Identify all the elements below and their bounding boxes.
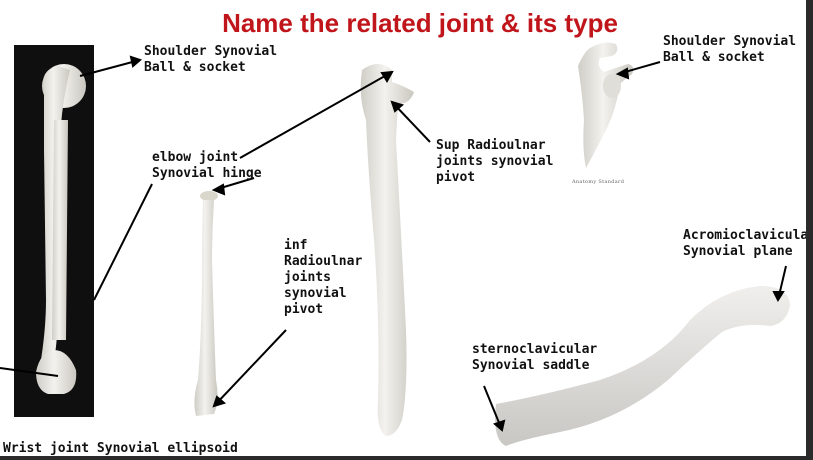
image-credit: Anatomy Standard [572,179,625,185]
arrow-elbow-humerus [93,183,153,301]
window-frame-right [806,0,813,460]
label-wrist: Wrist joint Synovial ellipsoid [3,441,238,456]
arrow-sternoclavicular-head [493,419,506,432]
label-acromioclavicular: Acromioclavicular Synovial plane [683,228,813,259]
arrow-elbow-radius-head [211,183,226,196]
label-elbow: elbow joint Synovial hinge [152,150,262,181]
arrow-sup-radioulnar-head [390,100,405,113]
label-sternoclavicular: sternoclavicular Synovial saddle [472,342,598,373]
arrow-shoulder-left [79,59,141,77]
arrow-elbow-ulna-head [380,70,394,83]
slide-title: Name the related joint & its type [222,8,618,38]
arrow-shoulder-left-head [129,55,142,68]
ulna-bone [360,64,414,436]
humerus-bone [36,64,86,394]
arrow-inf-radioulnar-head [212,395,227,408]
label-sup-radioulnar: Sup Radioulnar joints synovial pivot [436,138,554,185]
arrow-acromioclavicular-head [772,291,785,303]
arrow-wrist-partial [0,367,59,377]
label-shoulder-left: Shoulder Synovial Ball & socket [144,44,278,75]
label-inf-radioulnar: inf Radioulnar joints synovial pivot [284,238,363,317]
label-shoulder-right: Shoulder Synovial Ball & socket [663,34,797,65]
arrow-elbow-ulna [239,71,393,159]
pointer-arrows [0,55,787,432]
arrow-shoulder-right-head [615,67,630,80]
scapula-bone [578,42,634,168]
arrow-inf-radioulnar [213,329,287,407]
window-frame-bottom [0,456,813,460]
radius-bone [194,191,218,416]
clavicle-bone [495,286,790,446]
